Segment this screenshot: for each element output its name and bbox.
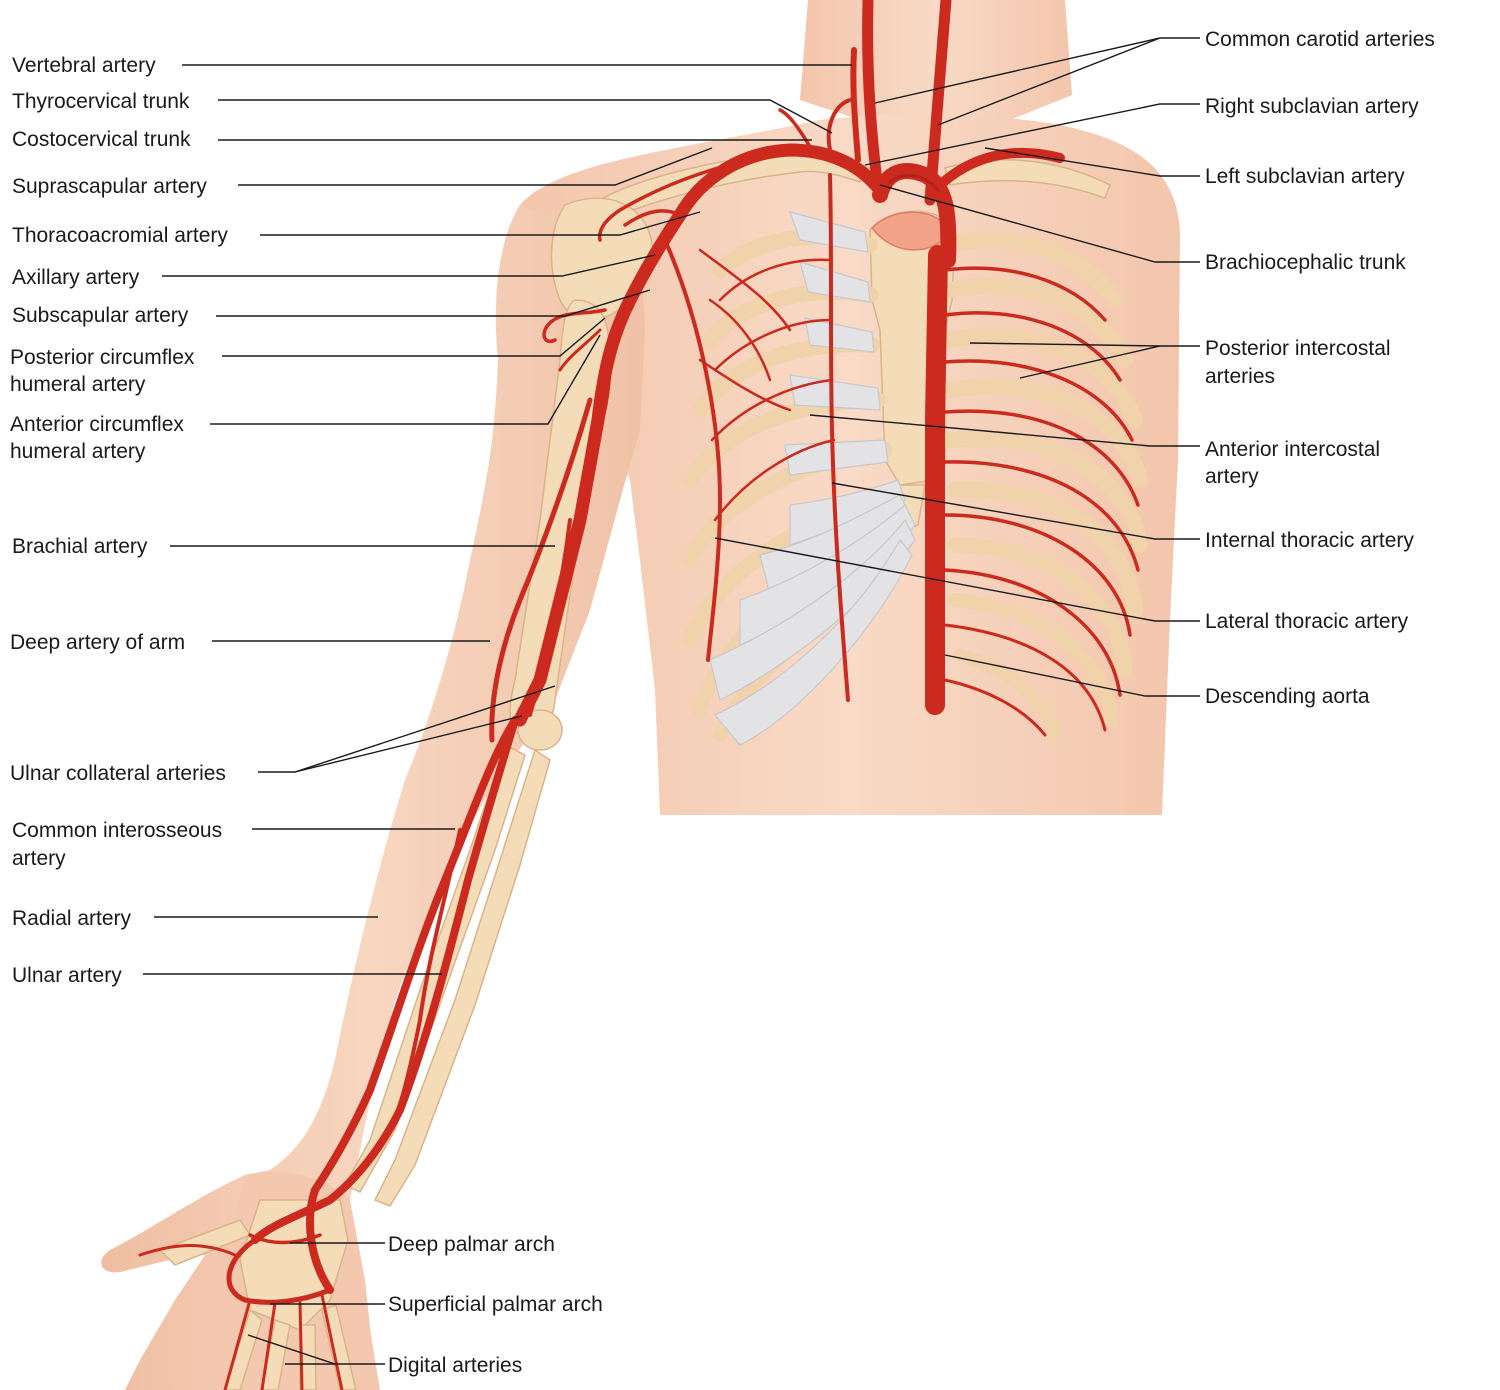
label-costocervical-trunk: Costocervical trunk bbox=[12, 128, 191, 151]
label-descending-aorta: Descending aorta bbox=[1205, 685, 1370, 708]
label-left-subclavian-artery: Left subclavian artery bbox=[1205, 165, 1405, 188]
label-vertebral-artery: Vertebral artery bbox=[12, 54, 156, 77]
label-axillary-artery: Axillary artery bbox=[12, 266, 140, 289]
label-thyrocervical-trunk: Thyrocervical trunk bbox=[12, 90, 190, 113]
label-internal-thoracic-artery: Internal thoracic artery bbox=[1205, 529, 1414, 552]
label-thoracoacromial-artery: Thoracoacromial artery bbox=[12, 224, 228, 247]
label-deep-artery-of-arm: Deep artery of arm bbox=[10, 631, 185, 654]
label-brachial-artery: Brachial artery bbox=[12, 535, 148, 558]
label-suprascapular-artery: Suprascapular artery bbox=[12, 175, 207, 198]
label-posterior-intercostal-line1: Posterior intercostal bbox=[1205, 337, 1391, 360]
label-lateral-thoracic-artery: Lateral thoracic artery bbox=[1205, 610, 1409, 633]
label-radial-artery: Radial artery bbox=[12, 907, 132, 930]
labels-right: Common carotid arteries Right subclavian… bbox=[1205, 28, 1435, 708]
label-posterior-circumflex-line1: Posterior circumflex bbox=[10, 346, 195, 369]
leader-lines bbox=[143, 37, 1200, 1365]
label-common-interosseous-line1: Common interosseous bbox=[12, 819, 222, 842]
labels-left: Vertebral artery Thyrocervical trunk Cos… bbox=[10, 54, 603, 1377]
label-right-subclavian-artery: Right subclavian artery bbox=[1205, 95, 1419, 118]
intercostal-branches bbox=[710, 258, 1140, 737]
label-anterior-intercostal-line1: Anterior intercostal bbox=[1205, 438, 1380, 461]
label-common-interosseous-line2: artery bbox=[12, 847, 66, 870]
label-superficial-palmar-arch: Superficial palmar arch bbox=[388, 1293, 603, 1316]
label-anterior-circumflex-line1: Anterior circumflex bbox=[10, 413, 184, 436]
label-ulnar-collateral-arteries: Ulnar collateral arteries bbox=[10, 762, 226, 785]
label-ulnar-artery: Ulnar artery bbox=[12, 964, 122, 987]
label-digital-arteries: Digital arteries bbox=[388, 1354, 522, 1377]
label-deep-palmar-arch: Deep palmar arch bbox=[388, 1233, 555, 1256]
label-brachiocephalic-trunk: Brachiocephalic trunk bbox=[1205, 251, 1406, 274]
arteries bbox=[138, 0, 1140, 1390]
ribs-left-side bbox=[942, 232, 1148, 742]
label-anterior-circumflex-line2: humeral artery bbox=[10, 440, 146, 463]
label-posterior-intercostal-line2: arteries bbox=[1205, 365, 1275, 388]
label-posterior-circumflex-line2: humeral artery bbox=[10, 373, 146, 396]
body-silhouette bbox=[101, 0, 1180, 1390]
label-anterior-intercostal-line2: artery bbox=[1205, 465, 1259, 488]
label-subscapular-artery: Subscapular artery bbox=[12, 304, 189, 327]
label-common-carotid-arteries: Common carotid arteries bbox=[1205, 28, 1435, 51]
skeleton bbox=[158, 149, 1148, 1390]
